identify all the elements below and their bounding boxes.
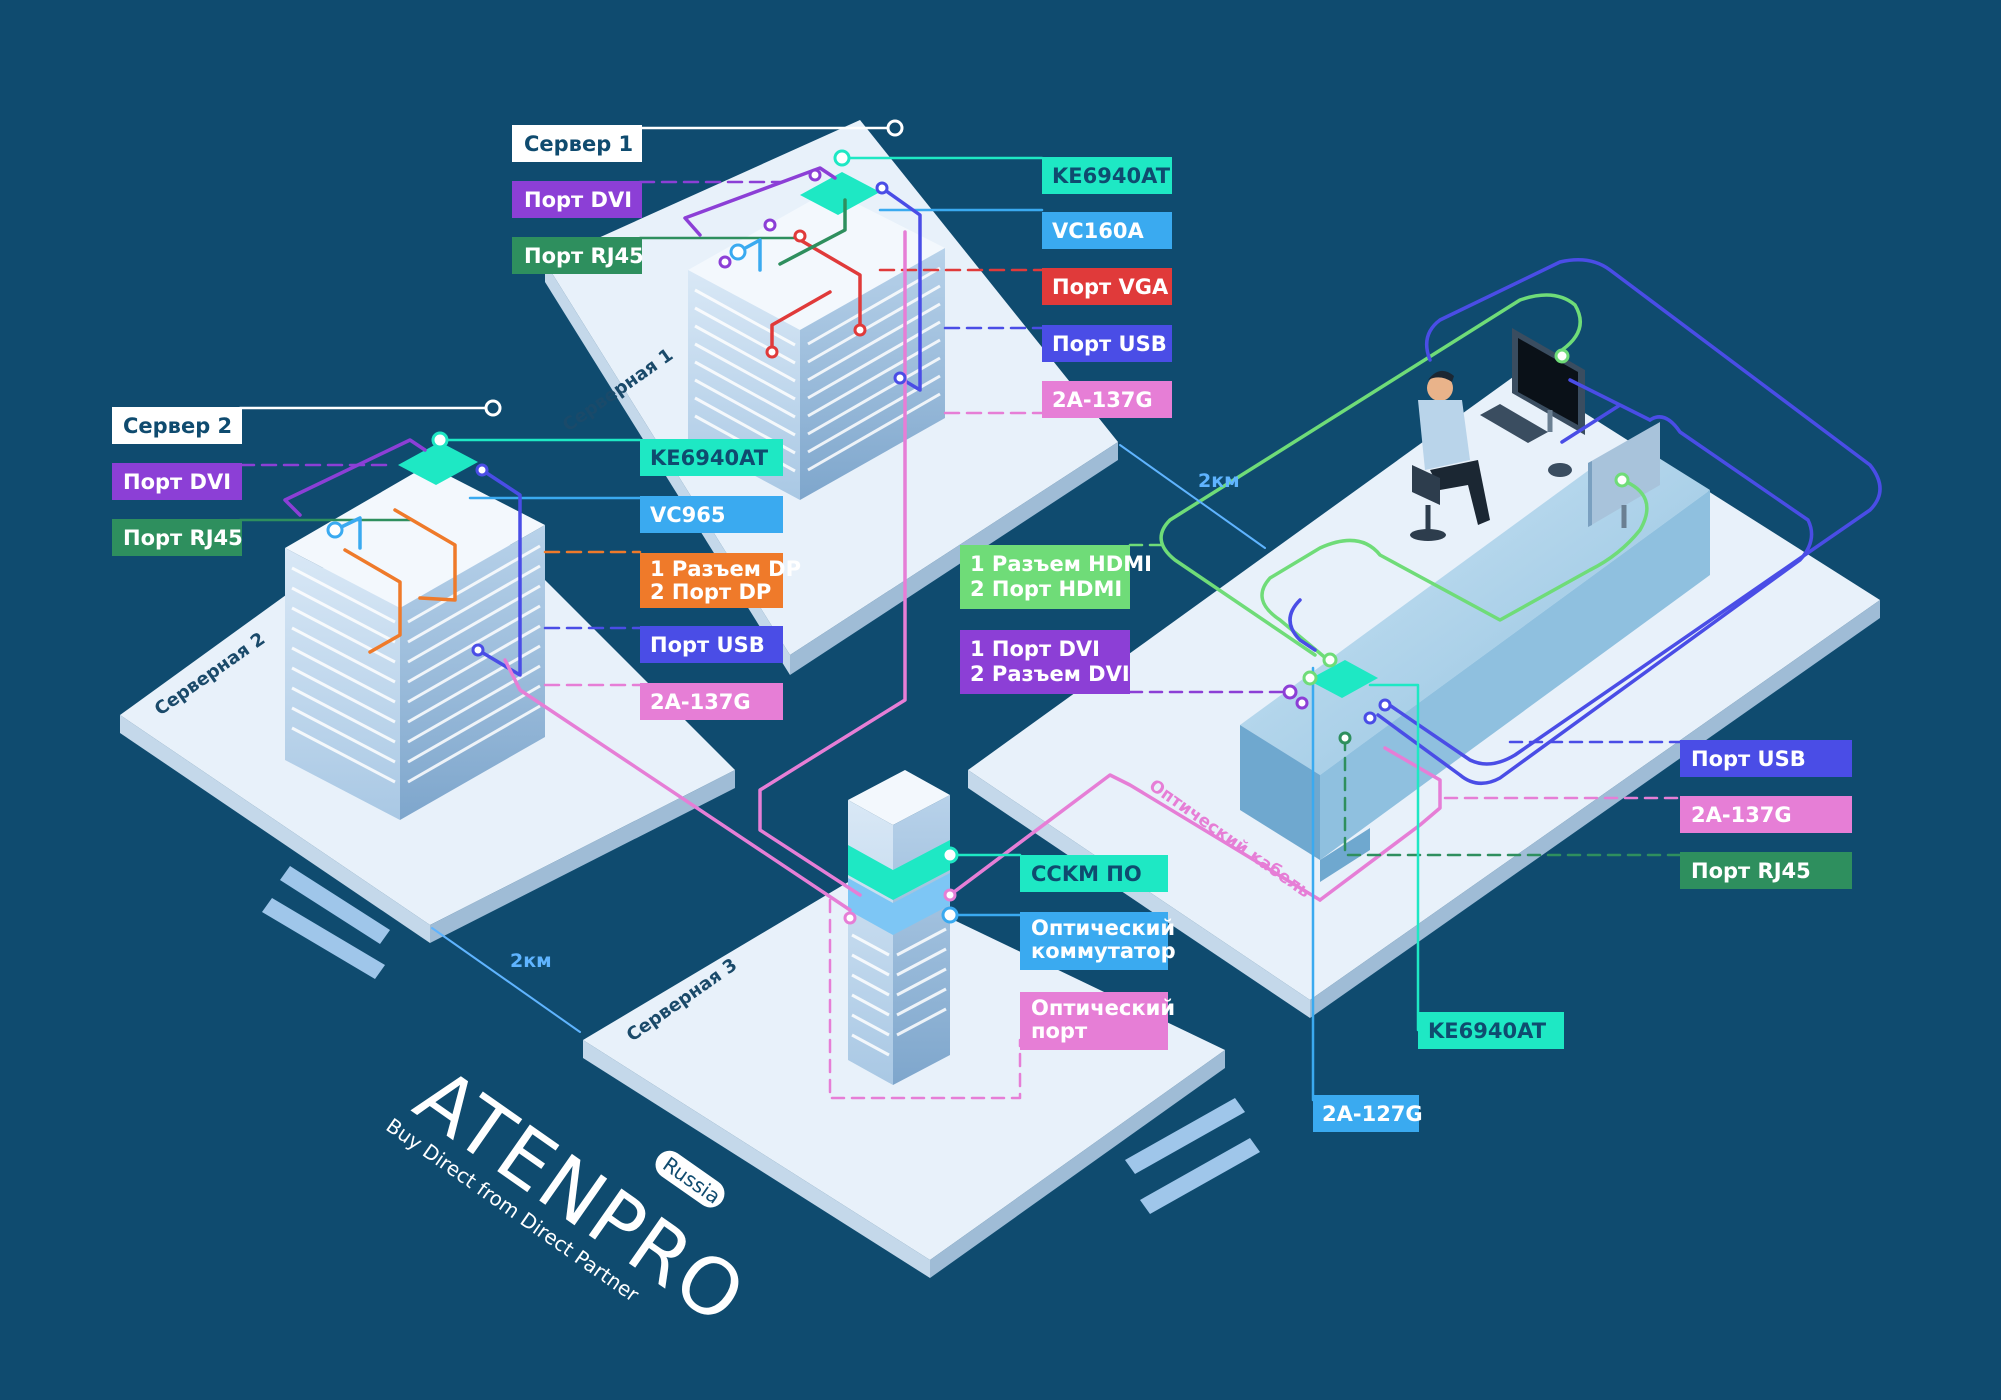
blue-loop-1	[1288, 378, 1652, 652]
optical-cable-room2	[503, 658, 852, 912]
room2-cable: 2A-137G	[650, 690, 751, 714]
decor-stripes	[262, 866, 1260, 1214]
operator-person	[1410, 370, 1490, 541]
ws-hdmi2: 2 Порт HDMI	[970, 577, 1122, 601]
room1-vga: Порт VGA	[1052, 275, 1169, 299]
distance-arrow-2	[431, 927, 581, 1033]
server-rack-room3	[848, 770, 950, 1085]
rj45-line-ws	[1343, 736, 1682, 857]
right-cable2: 2A-127G	[1322, 1102, 1423, 1126]
right-usb: Порт USB	[1691, 747, 1806, 771]
optical-cable-workstation	[948, 773, 1322, 902]
room3-cckm: CCKM ПО	[1031, 862, 1142, 886]
room1-usb: Порт USB	[1052, 332, 1167, 356]
room2-vc: VC965	[650, 503, 726, 527]
right-cable: 2A-137G	[1691, 803, 1792, 827]
keyboard	[1480, 404, 1572, 477]
room1-vc: VC160A	[1052, 219, 1144, 243]
optical-port-frame	[828, 898, 1022, 1100]
ws-dvi1: 1 Порт DVI	[970, 637, 1100, 661]
server1-title: Сервер 1	[524, 132, 633, 156]
purple-cable-server2	[283, 438, 427, 517]
distance-label-1: 2км	[1198, 470, 1240, 492]
room1-ke: KE6940AT	[1052, 164, 1171, 188]
room3-port2: порт	[1031, 1019, 1088, 1043]
server2-dvi: Порт DVI	[123, 470, 231, 494]
blue-loop-outer	[1383, 258, 1882, 766]
optical-cable-workstation-2	[1318, 746, 1442, 902]
room3-port1: Оптический	[1031, 996, 1175, 1020]
blue-cable-server2	[476, 468, 522, 677]
room2-usb: Порт USB	[650, 633, 765, 657]
green-cable-server1	[778, 198, 847, 266]
right-ke: KE6940AT	[1428, 1019, 1547, 1043]
monitor-1	[1512, 328, 1585, 435]
room2-dp1: 1 Разъем DP	[650, 557, 801, 581]
connector-dots	[326, 119, 1630, 925]
label-boxes: Сервер 1 Порт DVI Порт RJ45 KE6940AT VC1…	[112, 125, 1852, 1132]
distance-arrow-1	[1119, 444, 1266, 549]
green-loop-monitor1	[1159, 293, 1582, 657]
blue-loop-inner	[1376, 415, 1814, 785]
purple-cable-server1	[683, 166, 837, 237]
room3-switch2: коммутатор	[1031, 939, 1176, 963]
red-cable-server1	[770, 235, 862, 354]
sky-cable-server2	[333, 516, 362, 550]
right-rj45: Порт RJ45	[1691, 859, 1811, 883]
orange-cable-server2	[343, 508, 457, 654]
blue-cable-server1	[880, 186, 922, 392]
room3-switch1: Оптический	[1031, 916, 1175, 940]
optical-cable-room1	[758, 230, 907, 897]
ws-dvi2: 2 Разъем DVI	[970, 662, 1130, 686]
distance-label-2: 2км	[510, 950, 552, 972]
server2-rj45: Порт RJ45	[123, 526, 243, 550]
room2-dp2: 2 Порт DP	[650, 580, 771, 604]
server2-title: Сервер 2	[123, 414, 232, 438]
ws-hdmi1: 1 Разъем HDMI	[970, 552, 1152, 576]
server1-dvi: Порт DVI	[524, 188, 632, 212]
room2-ke: KE6940AT	[650, 446, 769, 470]
room1-cable: 2A-137G	[1052, 388, 1153, 412]
ke-line-ws	[1368, 683, 1420, 1032]
green-loop-monitor2	[1260, 478, 1649, 662]
server1-rj45: Порт RJ45	[524, 244, 644, 268]
